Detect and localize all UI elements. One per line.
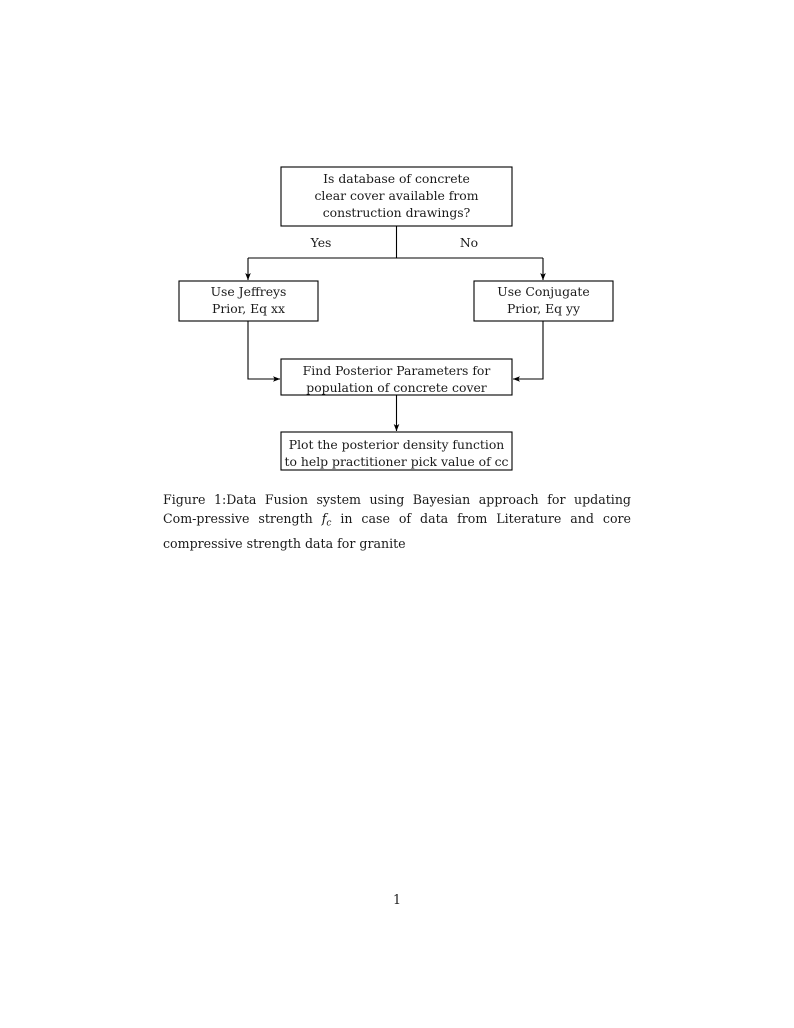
- node-decision-line-3: construction drawings?: [323, 205, 471, 220]
- node-plot-rect: [280, 431, 513, 471]
- node-conjugate: Use Conjugate Prior, Eq yy: [473, 280, 614, 322]
- node-decision-line-2: clear cover available from: [314, 188, 478, 203]
- figure-caption-text-after: in case of data from Literature and core…: [163, 511, 631, 551]
- node-decision-line-1: Is database of concrete: [323, 171, 470, 186]
- figure-caption-math-subscript: c: [326, 518, 332, 529]
- node-conjugate-rect: [473, 280, 614, 322]
- figure-caption-text-before: Data Fusion system using Bayesian approa…: [163, 492, 631, 527]
- figure-caption-label: Figure 1:: [163, 492, 227, 507]
- node-plot: Plot the posterior density function to h…: [280, 431, 513, 471]
- page-number: 1: [392, 892, 401, 907]
- figure-caption: Figure 1:Data Fusion system using Bayesi…: [163, 490, 631, 553]
- node-conjugate-line-2: Prior, Eq yy: [507, 301, 580, 316]
- node-decision-rect: [280, 166, 513, 227]
- node-plot-line-1: Plot the posterior density function: [289, 437, 505, 452]
- node-jeffreys-line-1: Use Jeffreys: [211, 284, 287, 299]
- node-posterior-rect: [280, 358, 513, 396]
- node-posterior: Find Posterior Parameters for population…: [280, 358, 513, 396]
- node-plot-line-2: to help practitioner pick value of cc: [285, 454, 509, 469]
- node-conjugate-line-1: Use Conjugate: [497, 284, 589, 299]
- figure-1: Is database of concrete clear cover avai…: [0, 0, 794, 500]
- node-decision: Is database of concrete clear cover avai…: [280, 166, 513, 227]
- edge-label-no: No: [460, 235, 478, 250]
- edge-conjugate-to-posterior: [512, 321, 544, 382]
- figure-caption-math-variable: f: [321, 511, 327, 527]
- flowchart-diagram: Is database of concrete clear cover avai…: [178, 166, 614, 471]
- node-jeffreys-line-2: Prior, Eq xx: [212, 301, 285, 316]
- edge-label-yes: Yes: [310, 235, 332, 250]
- node-posterior-line-2: population of concrete cover: [306, 380, 487, 395]
- node-jeffreys: Use Jeffreys Prior, Eq xx: [178, 280, 319, 322]
- edge-jeffreys-to-posterior: [247, 321, 281, 382]
- node-posterior-line-1: Find Posterior Parameters for: [303, 363, 491, 378]
